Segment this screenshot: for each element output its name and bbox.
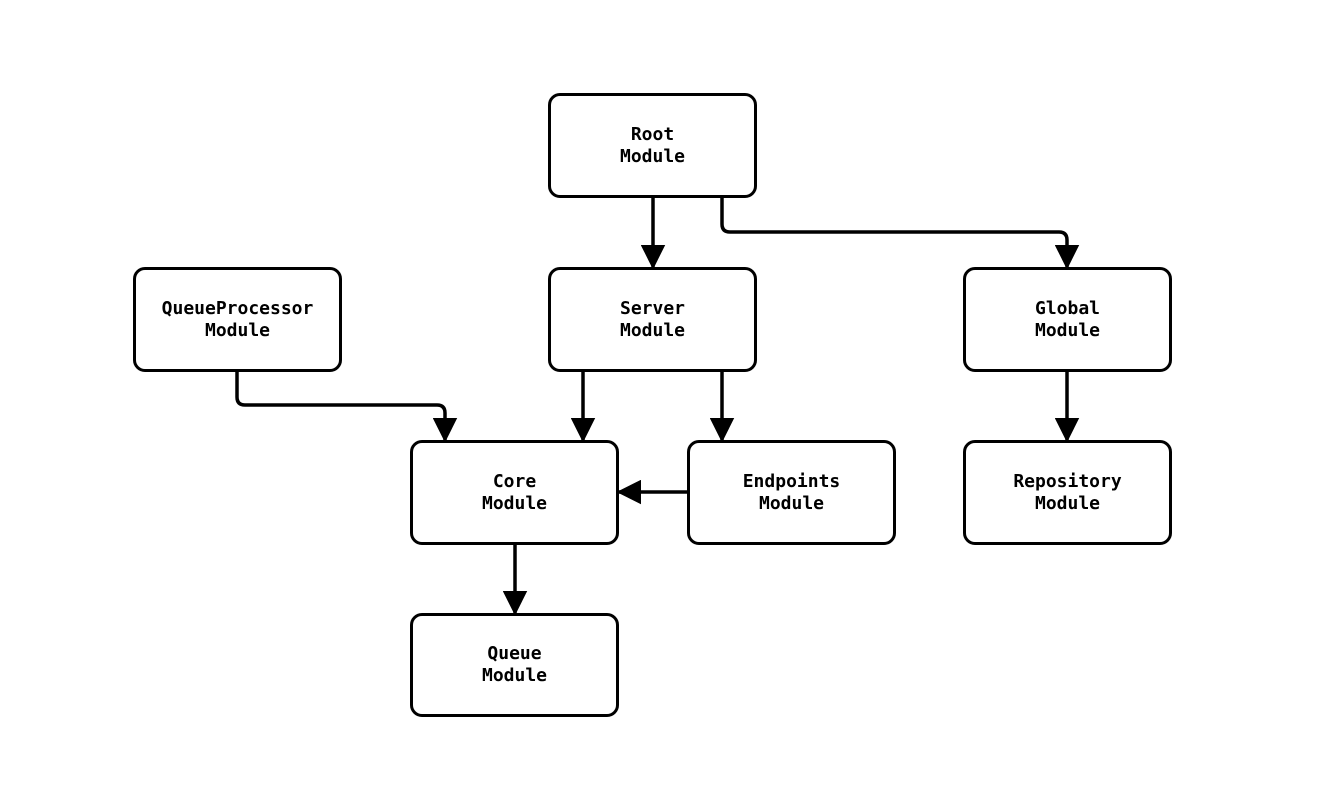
edge-root-to-global <box>720 198 1080 270</box>
node-label-line: Root <box>630 123 675 145</box>
node-label-line: Module <box>481 665 548 686</box>
node-label-line: Global <box>1034 297 1101 319</box>
node-label-line: Module <box>758 492 825 514</box>
node-label-line: Core <box>492 470 537 492</box>
edges-group <box>235 198 1080 616</box>
node-label-line: Server <box>619 297 686 319</box>
node-label-line: Endpoints <box>742 470 841 492</box>
node-label-line: Module <box>1034 319 1101 341</box>
node-label-line: Repository <box>1013 470 1122 492</box>
node-label-line: Module <box>1034 492 1101 514</box>
node-label-line: QueueProcessor <box>161 297 314 319</box>
node-label-line: Queue <box>487 643 542 664</box>
edge-queueprocessor-to-core <box>235 372 458 443</box>
node-label-line: Module <box>481 492 548 514</box>
node-label-line: Module <box>619 145 686 167</box>
node-label-line: Module <box>619 319 686 341</box>
node-label-line: Module <box>204 319 271 341</box>
